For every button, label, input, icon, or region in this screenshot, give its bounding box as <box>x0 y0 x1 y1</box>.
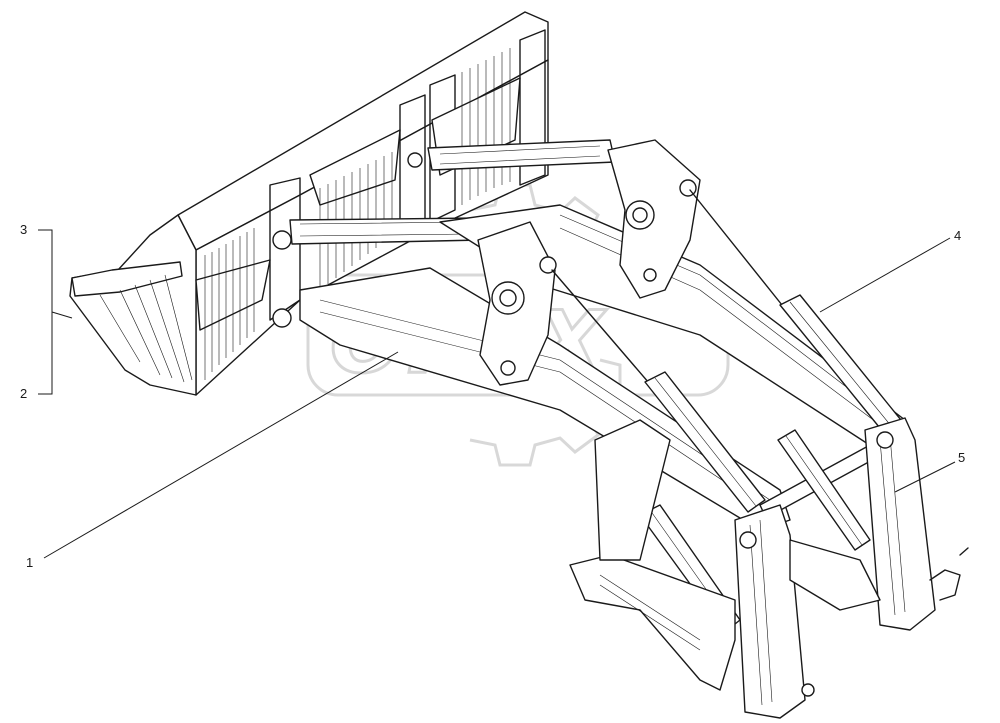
bellcranks <box>477 139 701 386</box>
upright-right-pin <box>876 431 894 449</box>
bucket-rib-4 <box>519 29 546 186</box>
bucket-gusset-2 <box>309 129 401 206</box>
cross-beam-lower <box>789 539 881 611</box>
callout-2-label: 2 <box>20 386 27 401</box>
upper-tilt-link <box>289 139 616 245</box>
bellcrank-left-top-pin <box>539 256 557 274</box>
bucket-shell <box>69 214 197 396</box>
upright-left-pin <box>739 531 757 549</box>
lower-frame-rail <box>594 419 671 561</box>
bucket-rib-3 <box>429 74 456 223</box>
callout-bracket-2-3 <box>38 229 73 395</box>
callout-1-leader <box>43 351 399 559</box>
callout-4-leader <box>819 237 951 313</box>
callout-5-label: 5 <box>958 450 965 465</box>
tilt-cylinder-left <box>644 371 766 513</box>
bellcrank-right-bottom-pin <box>643 268 657 282</box>
quick-coupler-hook <box>929 547 969 601</box>
tilt-cylinder-rod-left <box>551 269 656 391</box>
callout-4-label: 4 <box>954 228 961 243</box>
bucket-cutting-edge <box>71 261 183 297</box>
bucket-upper-pin <box>272 230 292 250</box>
bucket-mid-pin <box>407 152 423 168</box>
mounting-frame <box>569 417 969 719</box>
callout-5-leader <box>894 461 956 493</box>
bellcrank-left-pivot <box>491 281 525 315</box>
callouts: 1 3 2 4 5 <box>20 222 965 570</box>
callout-1-label: 1 <box>26 555 33 570</box>
bucket-lower-pin <box>272 308 292 328</box>
callout-3-label: 3 <box>20 222 27 237</box>
frame-foot-pin <box>801 683 815 697</box>
bellcrank-right-pivot <box>625 200 655 230</box>
bellcrank-left-bottom-pin <box>500 360 516 376</box>
lower-frame <box>569 554 736 691</box>
tilt-cylinder-rod-right <box>689 189 791 316</box>
